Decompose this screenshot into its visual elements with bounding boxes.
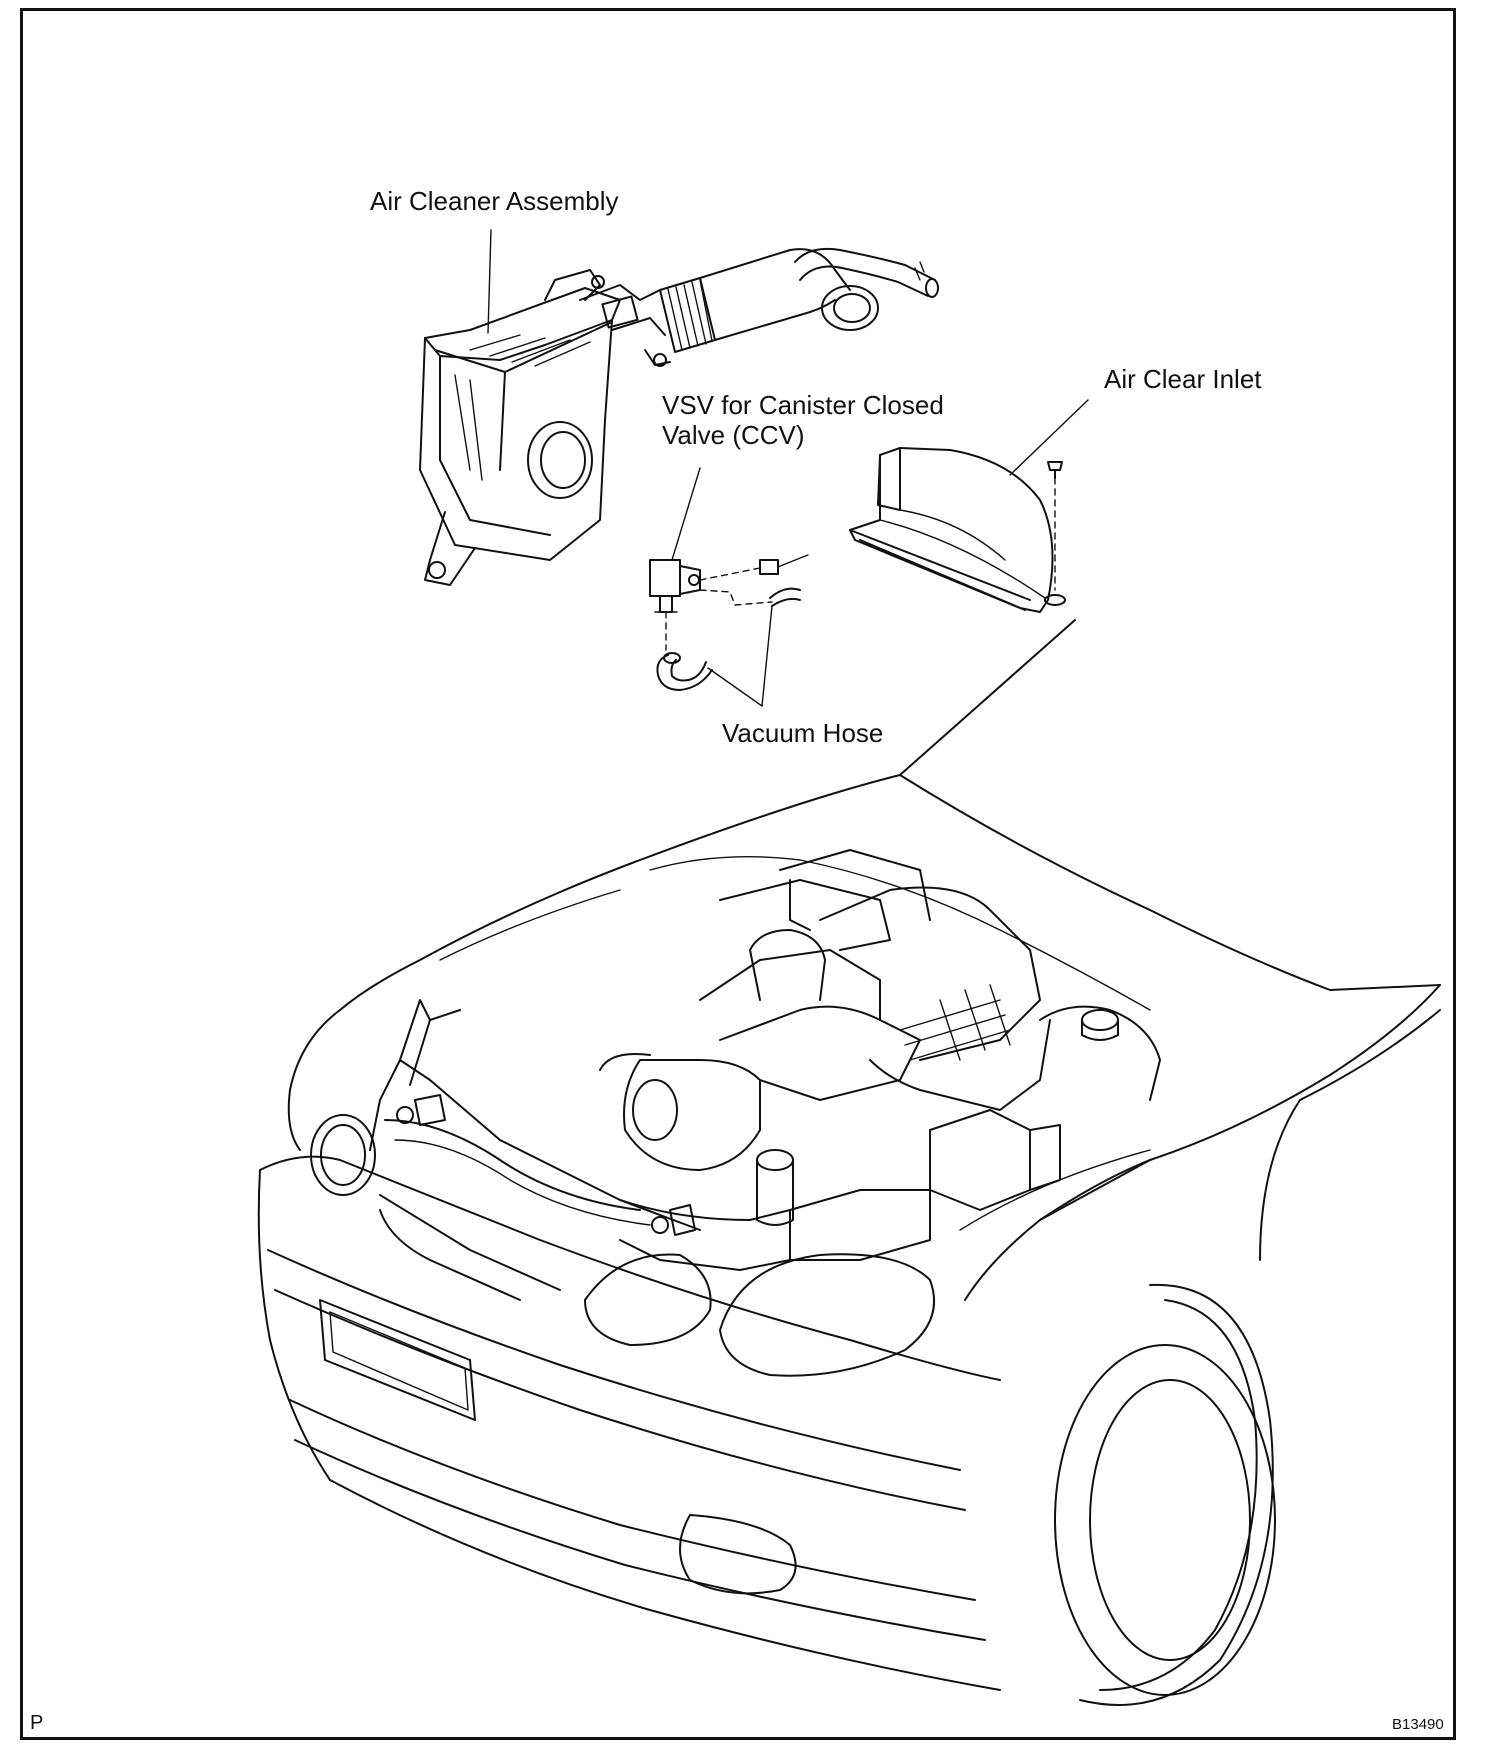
figure-code: B13490 (1392, 1716, 1444, 1733)
label-vsv: VSV for Canister Closed Valve (CCV) (662, 390, 944, 450)
leader-vsv (671, 467, 701, 561)
leader-vacuum-hose-1 (707, 667, 763, 707)
diagram-frame (20, 8, 1456, 1740)
leader-vacuum-hose-2 (761, 605, 773, 707)
leader-air-clear-inlet (1009, 399, 1089, 476)
air-clear-inlet-drawing (849, 447, 1066, 613)
label-vacuum-hose: Vacuum Hose (722, 718, 884, 748)
air-cleaner-assembly-drawing (419, 247, 939, 586)
vsv-drawing (649, 554, 809, 691)
hood-leading-line (899, 619, 1076, 776)
leader-air-cleaner (487, 229, 492, 334)
footer-left-mark: P (30, 1712, 44, 1734)
label-air-clear-inlet: Air Clear Inlet (1104, 364, 1262, 394)
label-air-cleaner-assembly: Air Cleaner Assembly (370, 186, 619, 216)
vehicle-drawing (257, 774, 1441, 1706)
